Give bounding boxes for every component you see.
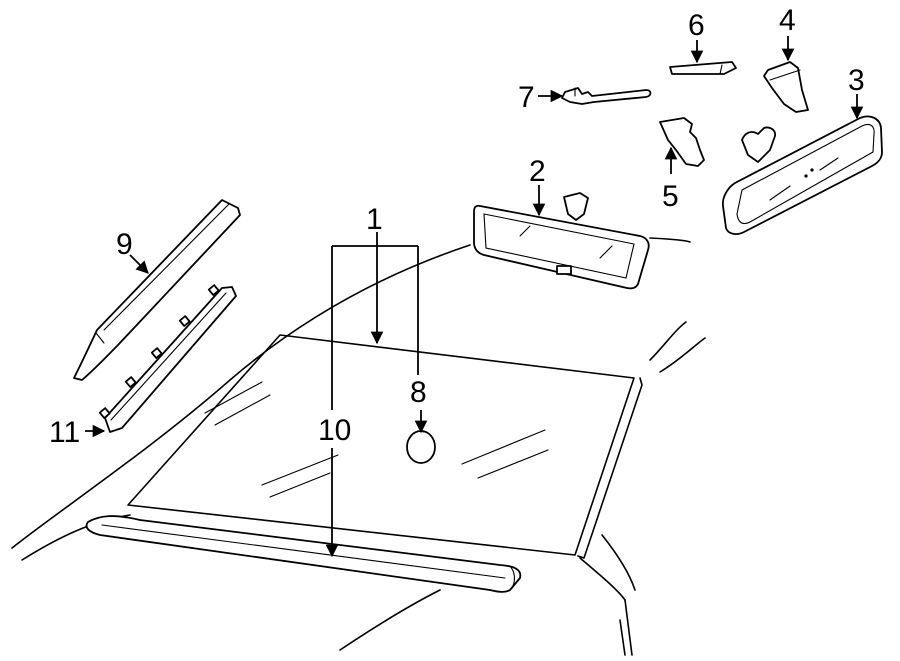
trim-strip (669, 61, 737, 75)
callout-labels: 1 2 3 4 5 6 7 8 9 10 11 (49, 4, 865, 449)
callout-2: 2 (529, 155, 546, 188)
callout-11: 11 (49, 416, 80, 449)
callout-7: 7 (518, 81, 535, 114)
rearview-mirror-alt (722, 115, 883, 235)
mirror-cover (763, 61, 809, 113)
wiring-harness (561, 87, 652, 105)
callout-9: 9 (116, 228, 133, 261)
rearview-mirror-main (473, 192, 650, 290)
pillar-moulding-with-clips (98, 284, 237, 433)
callout-1: 1 (366, 203, 383, 236)
pillar-moulding (73, 199, 241, 381)
sensor-button (406, 430, 436, 464)
callout-4: 4 (779, 4, 796, 37)
cowl-moulding (85, 515, 522, 593)
vehicle-body-outline (11, 237, 706, 656)
callout-5: 5 (662, 180, 679, 213)
callout-8: 8 (410, 376, 427, 409)
callout-3: 3 (848, 64, 865, 97)
leader-lines (85, 36, 864, 558)
mirror-bracket (659, 117, 705, 167)
callout-6: 6 (688, 9, 705, 42)
windshield-glass (127, 334, 643, 559)
callout-10: 10 (318, 414, 351, 447)
